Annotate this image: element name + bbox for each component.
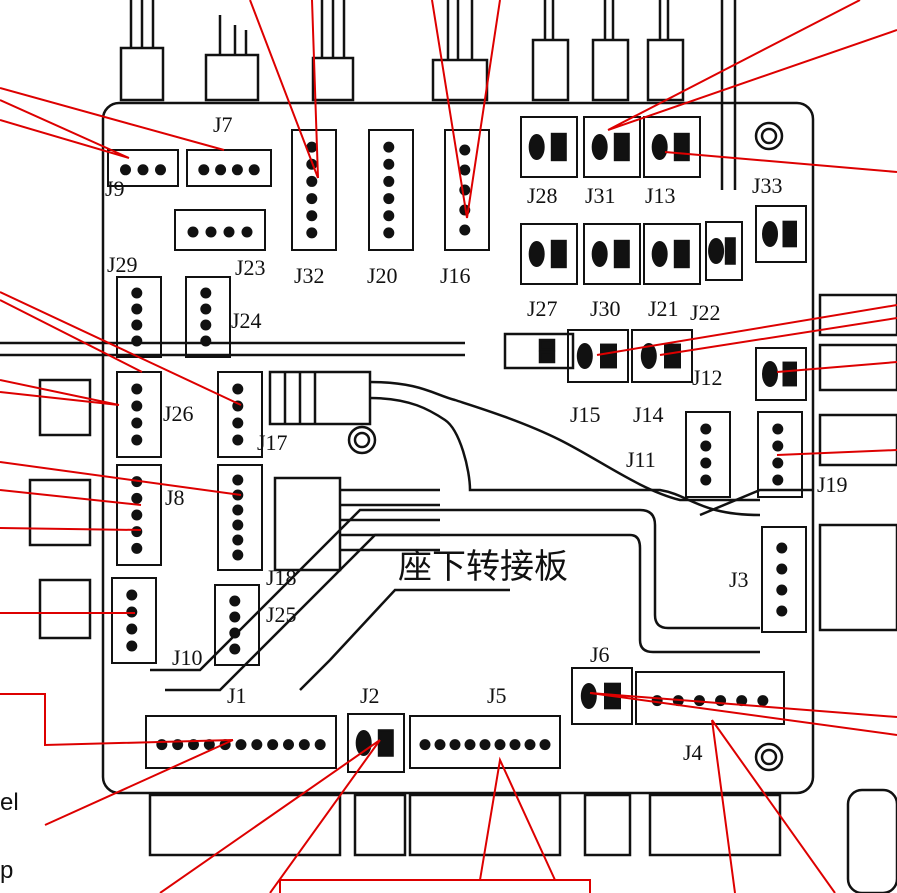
label-j17: J17 [257,430,288,455]
label-j23: J23 [235,255,266,280]
label-j19: J19 [817,472,848,497]
inline-plug [503,332,575,370]
connector-j16 [444,129,490,251]
connector-j21 [643,223,701,285]
connector-j3 [761,526,807,633]
label-j25: J25 [266,602,297,627]
connector-j24 [185,276,231,358]
label-j21: J21 [648,296,679,321]
label-j5: J5 [487,683,507,708]
connector-j31 [583,116,641,178]
mount-hole [754,121,784,151]
plug-j17 [268,370,372,426]
connector-j28 [520,116,578,178]
connector-j29 [116,276,162,358]
label-j28: J28 [527,183,558,208]
label-j22: J22 [690,300,721,325]
label-j10: J10 [172,645,203,670]
connector-j26 [116,371,162,458]
connector-j15 [567,329,629,383]
label-j3: J3 [729,567,749,592]
connector-j5 [409,715,561,769]
connector-j13 [643,116,701,178]
connector-j17 [217,371,263,458]
board-outline [101,101,815,795]
label-j6: J6 [590,642,610,667]
mount-hole [347,425,377,455]
connector-j14 [631,329,693,383]
connector-j7 [186,149,272,187]
connector-j27 [520,223,578,285]
label-j8: J8 [165,485,185,510]
edge-text-el: el [0,789,19,816]
connector-j12 [755,347,807,401]
top-plugs [119,0,737,190]
plug-j18 [273,476,342,572]
connector-j1 [145,715,337,769]
bottom-plugs [148,788,897,893]
connector-j9 [107,149,179,187]
connector-j25 [214,584,260,666]
label-j27: J27 [527,296,558,321]
connector-j8 [116,464,162,566]
connector-j11 [685,411,731,498]
mount-hole [754,742,784,772]
label-j30: J30 [590,296,621,321]
label-j29: J29 [107,252,138,277]
label-j15: J15 [570,402,601,427]
label-j24: J24 [231,308,262,333]
connector-j33 [755,205,807,263]
label-j31: J31 [585,183,616,208]
label-j12: J12 [692,365,723,390]
connector-j22 [705,221,743,281]
label-j26: J26 [163,401,194,426]
right-plugs [818,293,897,632]
label-j33: J33 [752,173,783,198]
wire-traces [0,341,813,692]
connector-j20 [368,129,414,251]
board-title: 座下转接板 [398,548,568,586]
connector-j23 [174,209,266,251]
connector-j32 [291,129,337,251]
connector-j18 [217,464,263,571]
label-j14: J14 [633,402,664,427]
label-j16: J16 [440,263,471,288]
label-j2: J2 [360,683,380,708]
label-j11: J11 [626,447,656,472]
connector-j30 [583,223,641,285]
label-j7: J7 [213,112,233,137]
label-j20: J20 [367,263,398,288]
label-j4: J4 [683,740,703,765]
label-j32: J32 [294,263,325,288]
label-j9: J9 [105,176,125,201]
label-j13: J13 [645,183,676,208]
left-plugs [28,378,92,640]
connector-j10 [111,577,157,664]
edge-text-p: p [0,857,13,884]
label-j1: J1 [227,683,247,708]
label-j18: J18 [266,565,297,590]
